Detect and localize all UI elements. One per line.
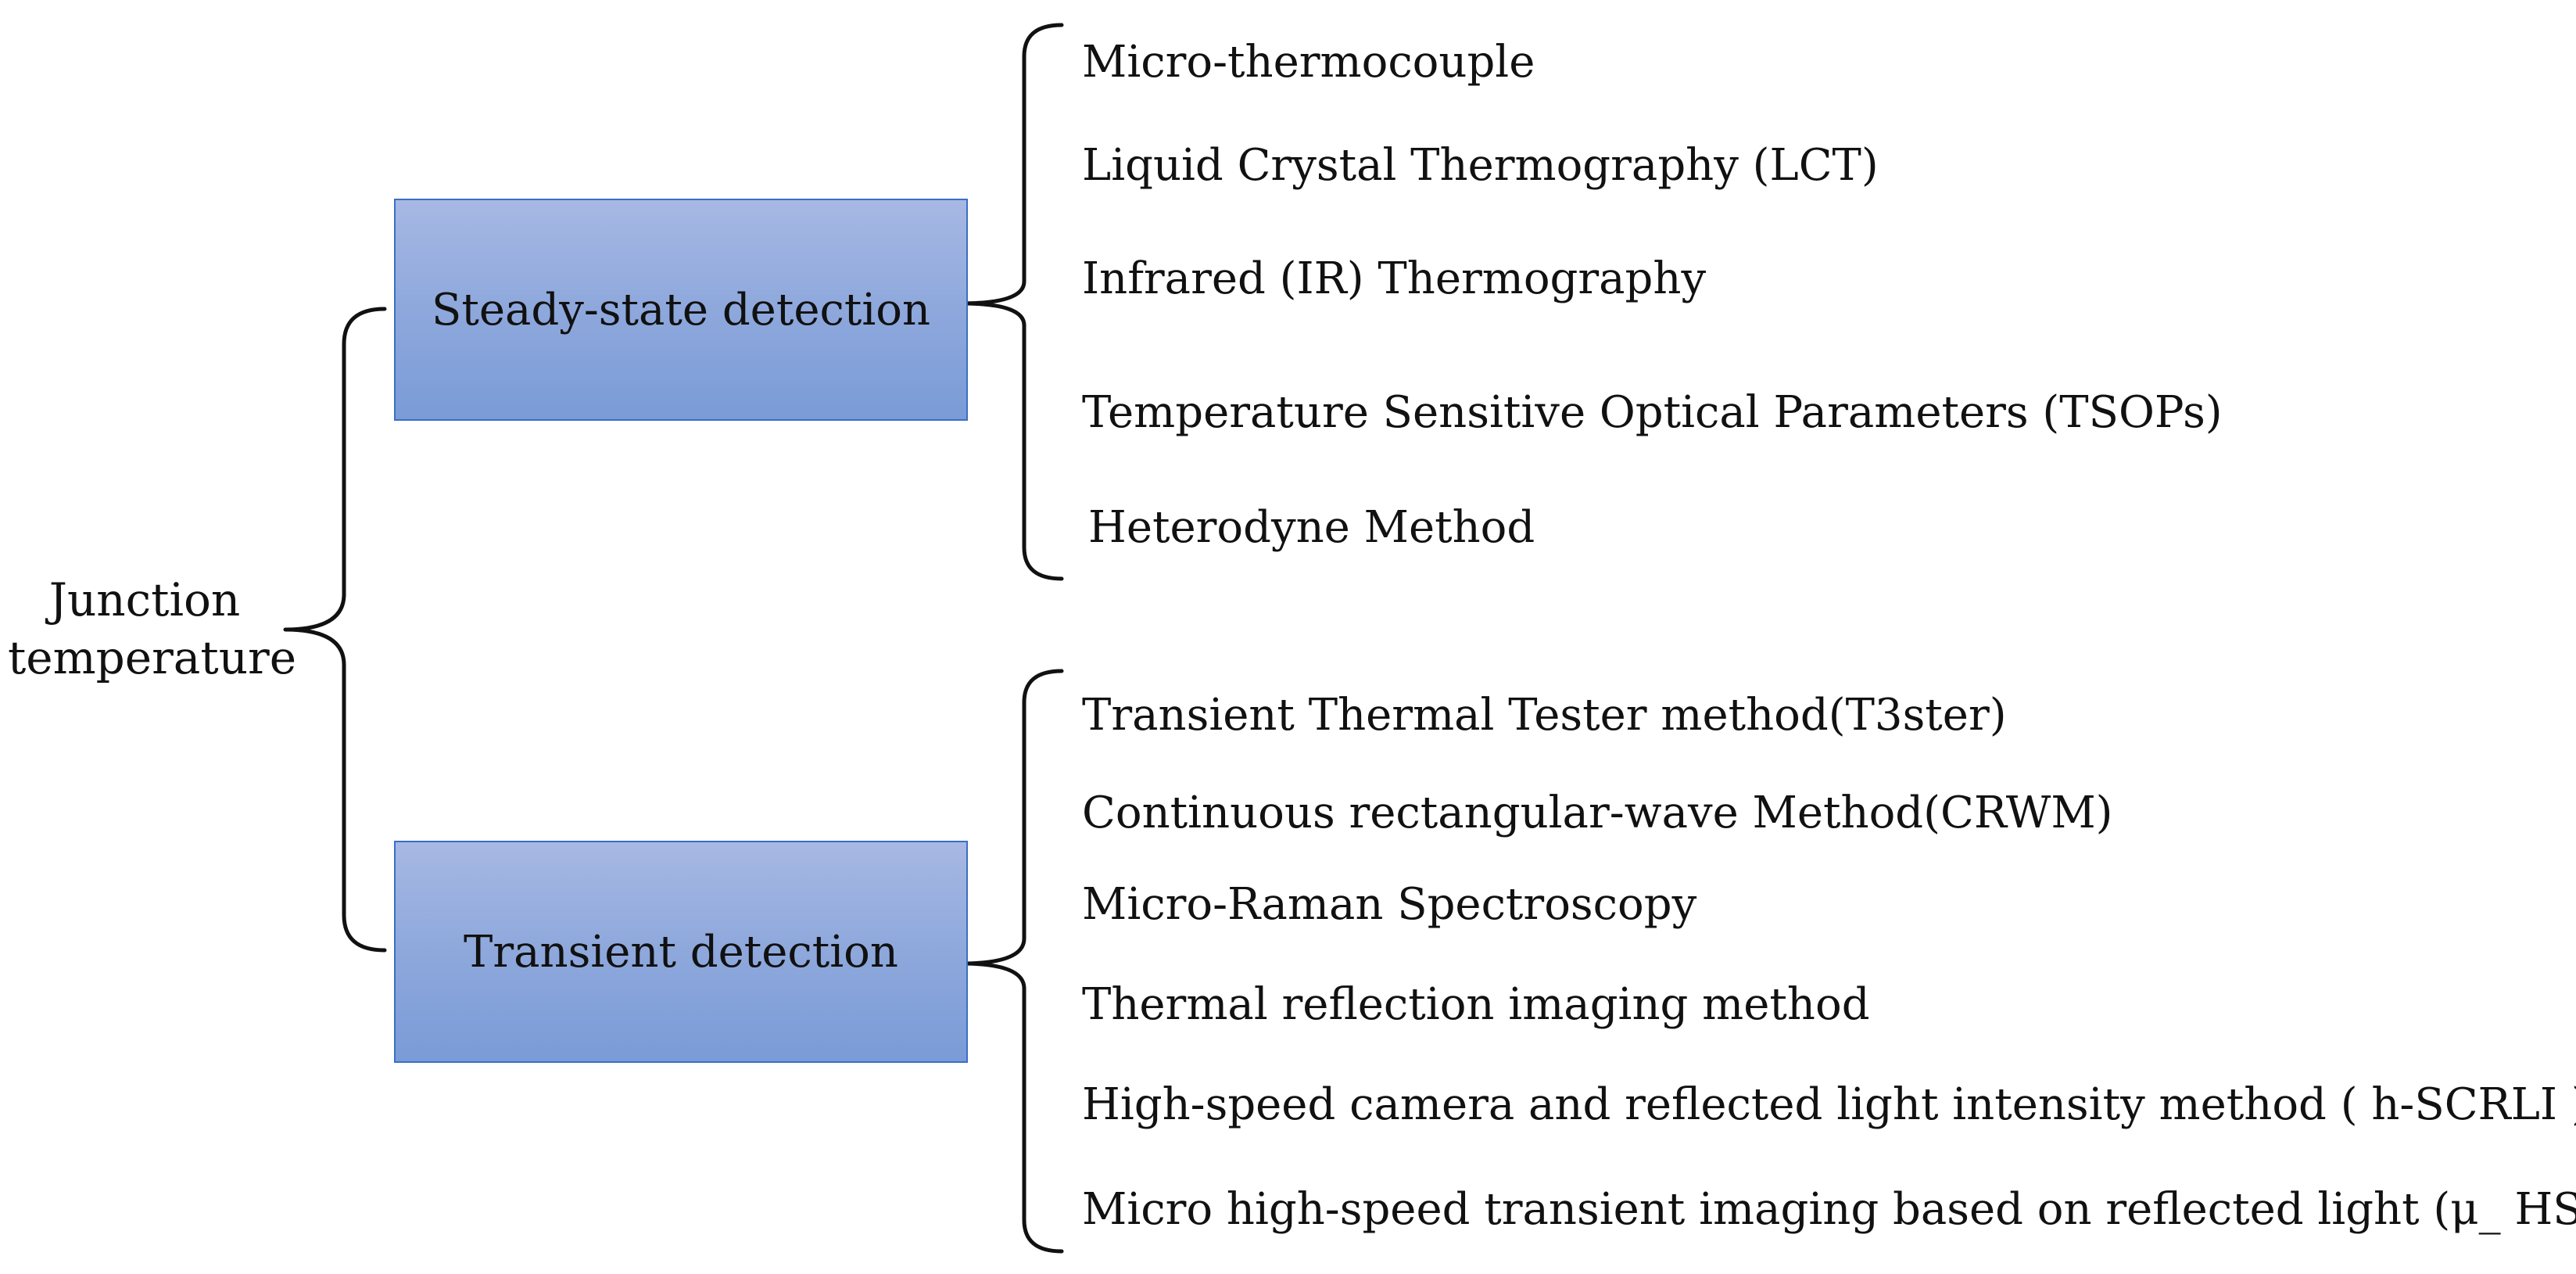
root-bracket bbox=[283, 307, 387, 953]
root-label-line1: Junction bbox=[48, 573, 241, 626]
root-label-line2: temperature bbox=[8, 631, 297, 684]
method-heterodyne: Heterodyne Method bbox=[1088, 502, 1535, 553]
method-h-scrli: High-speed camera and reflected light in… bbox=[1082, 1079, 2576, 1130]
transient-detection-box: Transient detection bbox=[394, 841, 968, 1063]
transient-bracket bbox=[959, 669, 1064, 1254]
method-infrared-thermography: Infrared (IR) Thermography bbox=[1082, 253, 1707, 304]
method-thermal-reflection-imaging: Thermal reflection imaging method bbox=[1082, 979, 1870, 1030]
method-liquid-crystal-thermography: Liquid Crystal Thermography (LCT) bbox=[1082, 140, 1879, 191]
steady-state-detection-box: Steady-state detection bbox=[394, 199, 968, 421]
method-tsops: Temperature Sensitive Optical Parameters… bbox=[1082, 387, 2223, 438]
method-t3ster: Transient Thermal Tester method(T3ster) bbox=[1082, 690, 2007, 741]
method-mu-hsti: Micro high-speed transient imaging based… bbox=[1082, 1184, 2576, 1235]
root-label-junction-temperature: Junction temperature bbox=[8, 571, 297, 687]
method-crwm: Continuous rectangular-wave Method(CRWM) bbox=[1082, 788, 2113, 838]
steady-state-bracket bbox=[959, 23, 1064, 581]
method-micro-raman: Micro-Raman Spectroscopy bbox=[1082, 879, 1697, 930]
method-micro-thermocouple: Micro-thermocouple bbox=[1082, 37, 1535, 88]
